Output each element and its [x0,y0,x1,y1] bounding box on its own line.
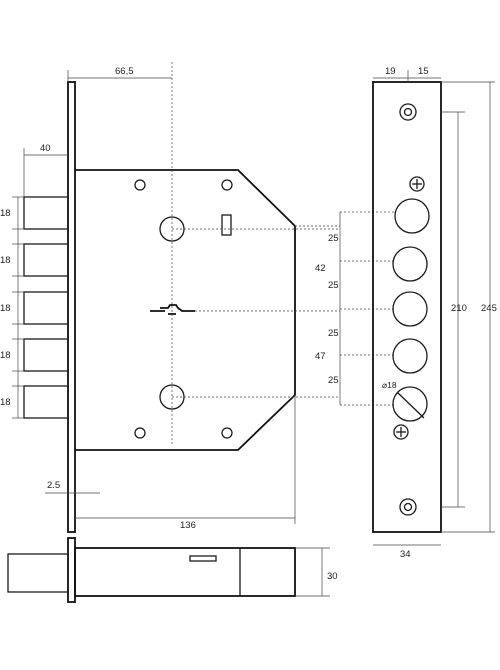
lock-side-view [23,62,296,533]
bottom-case [74,547,296,597]
label-spacing-3: 25 [328,328,339,339]
lock-front-view [372,70,495,546]
bolt-spacing-dimensions [339,211,395,406]
label-top-offset: 66,5 [115,66,134,77]
case-hole-top-left [134,179,146,191]
label-spacing-2: 25 [328,280,339,291]
bolt-3 [23,291,69,325]
label-bolt-2: 18 [0,255,11,266]
bottom-slot [189,555,217,562]
label-front-right: 15 [418,66,429,77]
bolt-4 [23,338,69,372]
front-bolt-2 [392,246,428,282]
front-plate [372,81,442,533]
lock-bottom-view [7,537,330,603]
bolt-5 [23,385,69,419]
case-hole-bottom-right [221,427,233,439]
label-faceplate-offset: 2.5 [47,480,60,491]
lock-case [75,169,296,451]
label-bolt-5: 18 [0,397,11,408]
label-front-left: 19 [385,66,396,77]
label-diameter: ⌀18 [382,380,397,390]
front-screw-top [409,176,425,192]
dimensions-side [12,70,340,524]
front-bolt-3 [392,291,428,327]
label-upper-group: 42 [315,263,326,274]
bolt-2 [23,243,69,277]
bolt-1 [23,196,69,230]
lock-faceplate [67,81,76,533]
label-bolt-3: 18 [0,303,11,314]
case-hole-top-right [221,179,233,191]
keyhole [150,304,195,315]
label-bolt-1: 18 [0,208,11,219]
label-bolt-4: 18 [0,350,11,361]
label-bolt-throw: 40 [40,143,51,154]
bolts [23,196,69,419]
front-bolt-1 [394,198,430,234]
bottom-bolt [7,553,69,593]
label-lower-group: 47 [315,351,326,362]
label-body-width: 136 [180,520,196,531]
front-bolt-4 [392,338,428,374]
front-bolt-5 [392,386,428,422]
label-side-thickness: 30 [327,571,338,582]
dimension-labels: 66,5 40 18 18 18 18 18 25 42 25 25 47 25… [0,66,497,582]
front-screw-bottom [393,424,409,440]
label-hole-spacing: 210 [451,303,467,314]
case-hole-bottom-left [134,427,146,439]
case-slot [221,214,232,236]
label-front-width: 34 [400,549,411,560]
label-total-height: 245 [481,303,497,314]
label-spacing-4: 25 [328,375,339,386]
bottom-faceplate [67,537,76,603]
label-spacing-1: 25 [328,233,339,244]
